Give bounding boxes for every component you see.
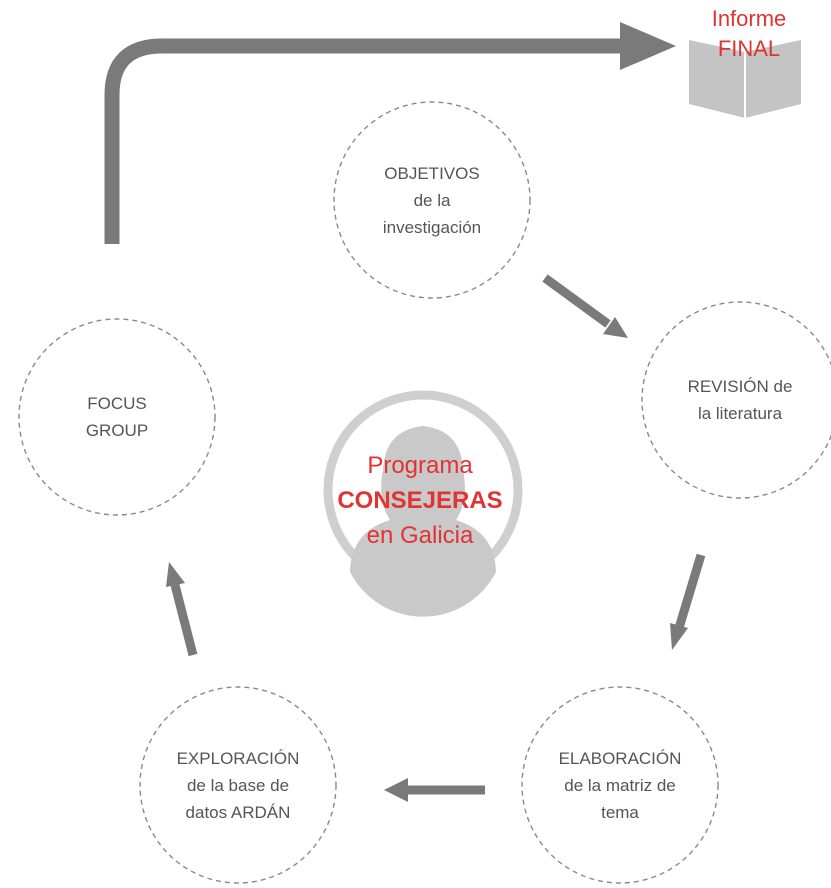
woman-silhouette-icon	[323, 390, 523, 617]
arrow-objetivos-to-revision	[542, 274, 628, 338]
step-objetivos: OBJETIVOS de la investigación	[342, 110, 522, 290]
open-book-icon	[689, 40, 801, 118]
step-focus-line1: FOCUS	[87, 394, 147, 413]
step-exploracion-line3: datos ARDÁN	[185, 802, 291, 822]
arrow-revision-to-elaboracion	[670, 553, 706, 650]
program-label: Programa CONSEJERAS en Galicia	[332, 448, 508, 553]
arrow-exploracion-to-focus	[166, 562, 198, 657]
final-path-arrowhead	[620, 22, 676, 70]
final-label: FINAL	[717, 36, 781, 61]
step-objetivos-line2: de la	[413, 190, 451, 210]
step-circle-focus	[18, 318, 216, 516]
step-elaboracion-line1: ELABORACIÓN	[558, 748, 682, 768]
arrow-elaboracion-to-exploracion	[384, 778, 485, 802]
step-revision: REVISIÓN de la literatura	[650, 310, 830, 490]
final-path-arrow	[104, 38, 625, 244]
step-elaboracion-line3: tema	[601, 802, 639, 822]
step-elaboracion-line2: de la matriz de	[564, 775, 676, 795]
step-circle-revision	[641, 301, 831, 499]
program-line2: CONSEJERAS	[337, 487, 503, 514]
informe-label: Informe	[711, 6, 787, 31]
step-exploracion-line1: EXPLORACIÓN	[176, 748, 300, 768]
program-line3: en Galicia	[366, 522, 474, 549]
program-line1: Programa	[367, 452, 473, 479]
step-circle-exploracion	[139, 686, 337, 884]
step-exploracion-line2: de la base de	[186, 775, 290, 795]
step-elaboracion: ELABORACIÓN de la matriz de tema	[530, 695, 710, 875]
step-objetivos-line3: investigación	[382, 217, 482, 237]
step-exploracion: EXPLORACIÓN de la base de datos ARDÁN	[148, 695, 328, 875]
step-revision-line1: REVISIÓN de	[687, 377, 793, 396]
informe-final-label: Informe FINAL	[684, 4, 814, 64]
step-revision-line2: la literatura	[697, 404, 783, 423]
step-objetivos-line1: OBJETIVOS	[384, 163, 480, 183]
step-circle-elaboracion	[521, 686, 719, 884]
step-focus-line2: GROUP	[85, 421, 149, 440]
step-focus: FOCUS GROUP	[27, 327, 207, 507]
step-circle-objetivos	[333, 101, 531, 299]
